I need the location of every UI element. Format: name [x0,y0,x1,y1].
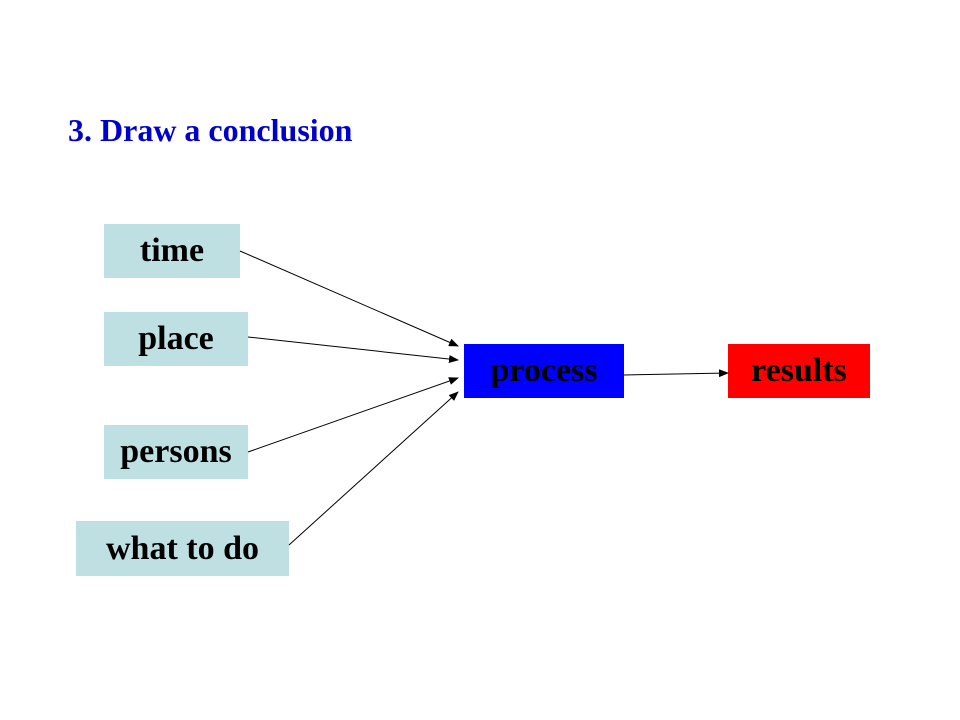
slide-title: 3. Draw a conclusion [68,112,353,148]
arrow-place-to-process [247,336,459,363]
arrow-time-to-process [239,250,459,347]
input-label-place: place [138,320,214,357]
results-box: results [728,344,870,398]
input-box-what-to-do: what to do [76,521,289,576]
arrow-what-to-do-to-process [288,391,459,546]
input-box-place: place [104,312,248,366]
results-label: results [751,352,847,389]
arrow-process-to-results [623,369,729,378]
input-box-persons: persons [104,425,248,479]
input-label-time: time [139,232,205,269]
process-box: process [464,344,624,398]
process-label: process [490,352,598,389]
input-label-persons: persons [120,433,232,470]
input-box-time: time [104,224,240,278]
arrow-persons-to-process [247,377,459,453]
input-label-what-to-do: what to do [105,529,260,567]
